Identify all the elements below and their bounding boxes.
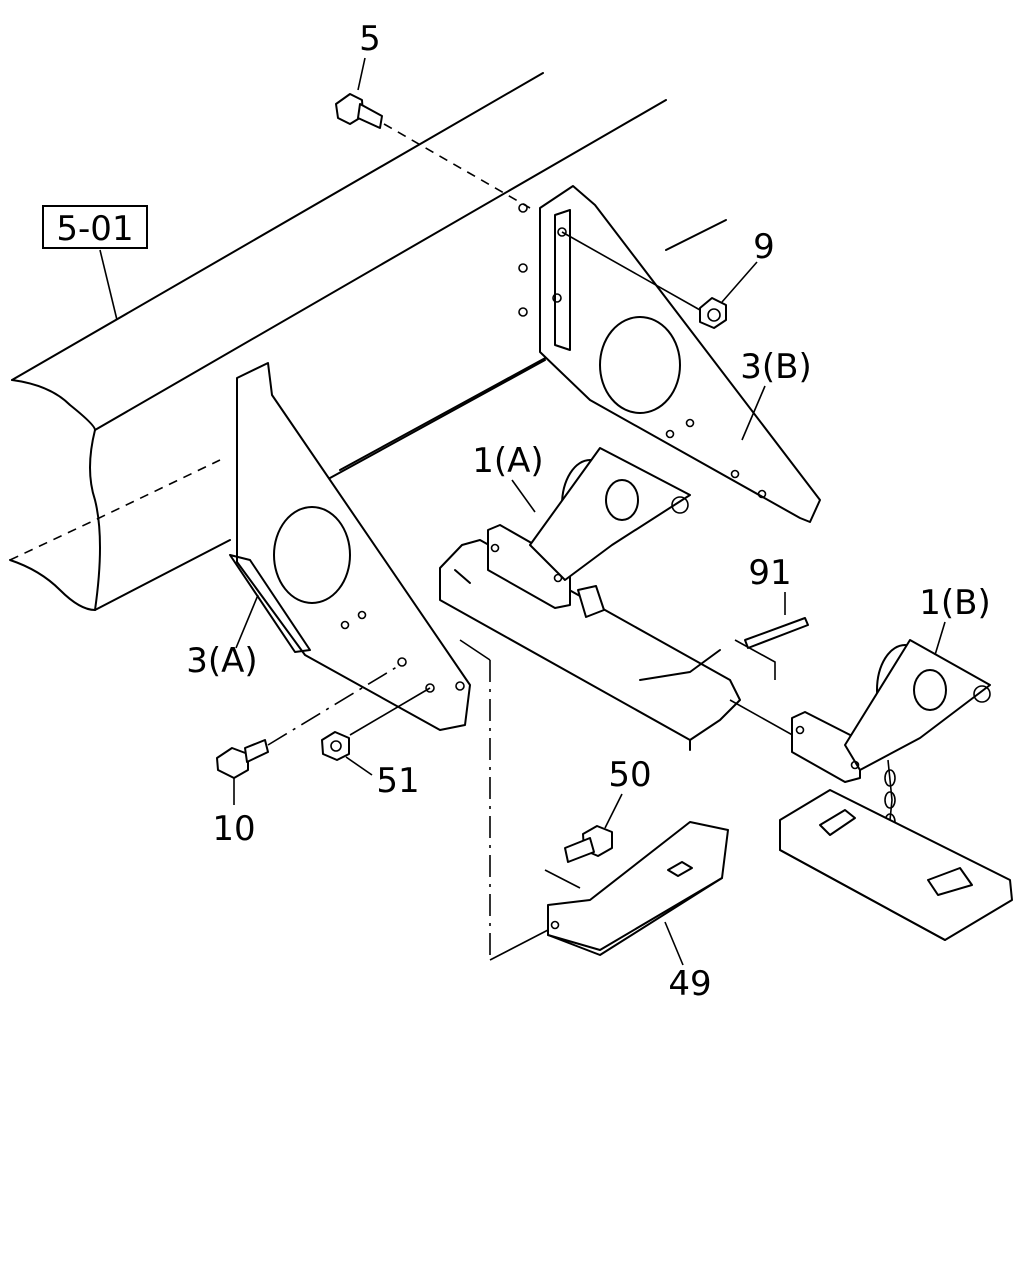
frame-rail bbox=[9, 72, 727, 611]
nut-51 bbox=[321, 687, 431, 761]
callout-91: 91 bbox=[748, 553, 791, 593]
callout-1A: 1(A) bbox=[472, 441, 543, 481]
nut-9 bbox=[699, 297, 727, 329]
winch-1A bbox=[487, 447, 691, 618]
callout-5: 5 bbox=[359, 19, 381, 59]
strip-91 bbox=[734, 617, 809, 680]
reference-box-label: 5-01 bbox=[56, 209, 133, 249]
callout-1B: 1(B) bbox=[919, 583, 991, 623]
callout-49: 49 bbox=[668, 964, 711, 1004]
callout-10: 10 bbox=[212, 809, 255, 849]
cross-member bbox=[439, 539, 856, 771]
bolt-5 bbox=[335, 93, 531, 209]
reference-box-5-01: 5-01 bbox=[42, 205, 148, 321]
callout-3B: 3(B) bbox=[740, 347, 812, 387]
bracket-49 bbox=[547, 821, 729, 956]
bolt-10 bbox=[216, 664, 401, 779]
callout-9: 9 bbox=[753, 227, 775, 267]
callout-51: 51 bbox=[376, 761, 419, 801]
callout-50: 50 bbox=[608, 755, 651, 795]
bracket-3B bbox=[518, 185, 821, 523]
callout-3A: 3(A) bbox=[186, 641, 257, 681]
bolt-50 bbox=[544, 825, 613, 889]
indicator-line bbox=[459, 639, 549, 961]
winch-tray bbox=[779, 789, 1013, 941]
bracket-3A bbox=[229, 362, 471, 731]
winch-1B bbox=[791, 639, 991, 841]
